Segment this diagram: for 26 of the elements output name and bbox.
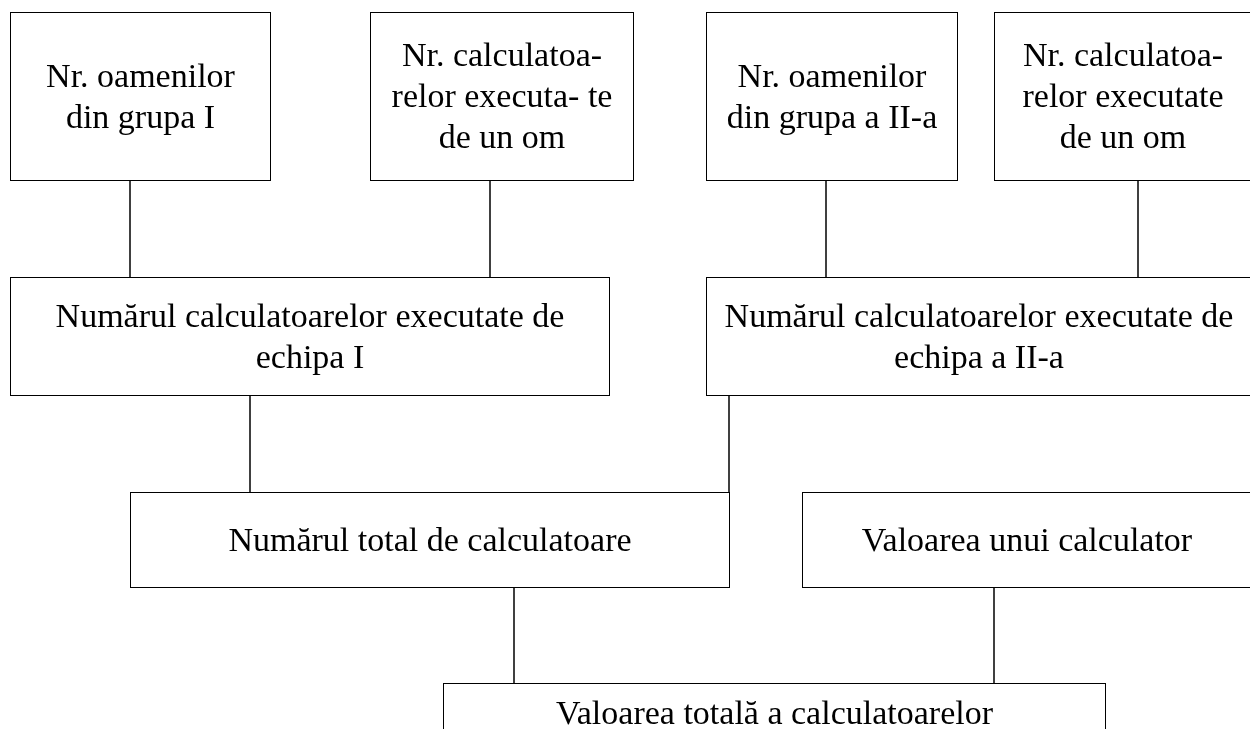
connector-line (1137, 180, 1139, 278)
box-text: Numărul calculatoarelor executate de echipa I (54, 295, 566, 377)
box-text: Nr. oamenilor din grupa I (45, 55, 236, 137)
process-box (802, 492, 1250, 588)
process-box (443, 683, 1106, 729)
process-box (10, 12, 271, 181)
process-box (706, 12, 958, 181)
connector-line (993, 587, 995, 684)
box-text: Valoarea unui calculator (861, 519, 1193, 560)
process-box (706, 277, 1250, 396)
connector-line (513, 587, 515, 684)
connector-line (129, 180, 131, 278)
connector-line (489, 180, 491, 278)
box-text: Numărul calculatoarelor executate de echipa a II-a (723, 295, 1235, 377)
process-box (370, 12, 634, 181)
box-text: Numărul total de calculatoare (228, 519, 632, 560)
connector-line (825, 180, 827, 278)
process-box (10, 277, 610, 396)
box-text: Nr. calculatoa- relor executa- te de un om (390, 35, 614, 157)
process-box (994, 12, 1250, 181)
connector-line (249, 395, 251, 493)
connector-line (728, 395, 730, 493)
box-text: Nr. oamenilor din grupa a II-a (725, 55, 939, 137)
process-box (130, 492, 730, 588)
box-text: Nr. calculatoa- relor executate de un om (1021, 35, 1225, 157)
box-text: Valoarea totală a calculatoarelor (556, 692, 993, 729)
